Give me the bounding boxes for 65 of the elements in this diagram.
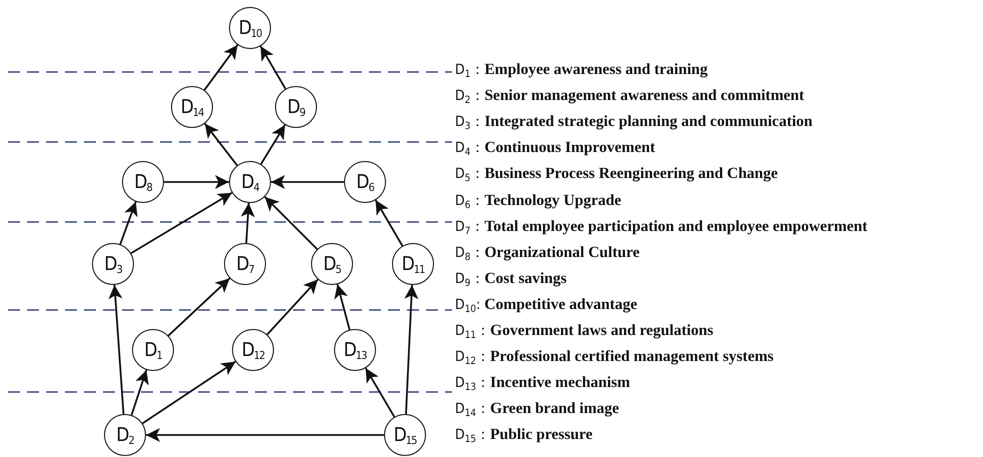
node-label: D$_{8}$ — [134, 170, 152, 194]
arrow — [130, 370, 149, 416]
factor-definition: D$_{10}$: Competitive advantage — [455, 296, 638, 317]
arrow — [240, 202, 255, 244]
node-label: D$_{14}$ — [180, 96, 204, 118]
node-label: D$_{7}$ — [236, 252, 254, 276]
node-label: D$_{1}$ — [144, 338, 162, 362]
node-label: D$_{12}$ — [242, 338, 264, 362]
factor-definition: D$_{8}$：Organizational Culture — [455, 244, 640, 265]
node-label: D$_{6}$ — [356, 170, 374, 194]
factor-definition: D$_{13}$：Incentive mechanism — [455, 374, 630, 396]
factor-definition: D$_{7}$：Total employee participation and employee empowerment — [455, 218, 868, 239]
node-label: D$_{2}$ — [116, 424, 134, 446]
factor-circle — [384, 414, 426, 456]
factor-circle — [392, 243, 434, 285]
arrow — [260, 46, 286, 90]
factor-circle — [92, 243, 134, 285]
factor-circle — [122, 161, 164, 203]
arrow — [266, 278, 318, 336]
factor-circle — [132, 329, 174, 371]
arrow — [271, 175, 344, 189]
factor-definition: D$_{12}$：Professional certified management systems — [455, 348, 774, 370]
factor-definition: D$_{9}$：Cost savings — [455, 270, 567, 291]
arrow — [130, 192, 232, 254]
factor-circle — [104, 414, 146, 456]
factor-definition: D$_{11}$：Government laws and regulations — [455, 322, 714, 343]
node-label: D$_{11}$ — [402, 252, 424, 276]
arrow — [204, 123, 238, 166]
arrow — [264, 196, 318, 250]
factor-circle — [229, 7, 271, 49]
node-label: D$_{5}$ — [323, 252, 341, 276]
node-label: D$_{9}$ — [287, 96, 305, 118]
factor-definition: D$_{6}$：Technology Upgrade — [455, 192, 622, 212]
factor-definition: D$_{14}$：Green brand image — [455, 400, 620, 422]
arrow — [404, 284, 418, 414]
factor-definition: D$_{4}$：Continuous Improvement — [455, 139, 656, 160]
factor-definition: D$_{5}$：Business Process Reengineering and Change — [455, 165, 778, 186]
factor-definition: D$_{2}$：Senior management awareness and commitment — [455, 87, 804, 108]
factor-definition: D$_{3}$：Integrated strategic planning and communication — [455, 113, 813, 134]
arrow — [164, 175, 229, 189]
factor-circle — [344, 161, 386, 203]
factor-circle — [229, 161, 271, 203]
factor-circle — [224, 243, 266, 285]
factor-definition: D$_{15}$：Public pressure — [455, 426, 592, 448]
factor-definition: D$_{1}$：Employee awareness and training — [455, 61, 708, 82]
factor-circle — [275, 86, 317, 128]
arrow — [334, 284, 350, 330]
arrow — [119, 201, 138, 245]
arrow — [142, 360, 236, 424]
arrow — [374, 200, 404, 246]
arrow — [204, 44, 238, 91]
factor-circle — [334, 329, 376, 371]
node-label: D$_{13}$ — [344, 338, 366, 362]
node-label: D$_{10}$ — [238, 16, 262, 40]
arrow — [364, 368, 396, 418]
node-label: D$_{4}$ — [241, 170, 259, 194]
arrow — [108, 284, 124, 414]
arrow — [168, 278, 230, 336]
node-label: D$_{3}$ — [104, 252, 122, 276]
factor-circle — [311, 243, 353, 285]
factor-circle — [171, 86, 213, 128]
arrow — [146, 428, 384, 442]
arrow — [260, 124, 286, 165]
factor-circle — [232, 329, 274, 371]
node-label: D$_{15}$ — [394, 424, 416, 446]
